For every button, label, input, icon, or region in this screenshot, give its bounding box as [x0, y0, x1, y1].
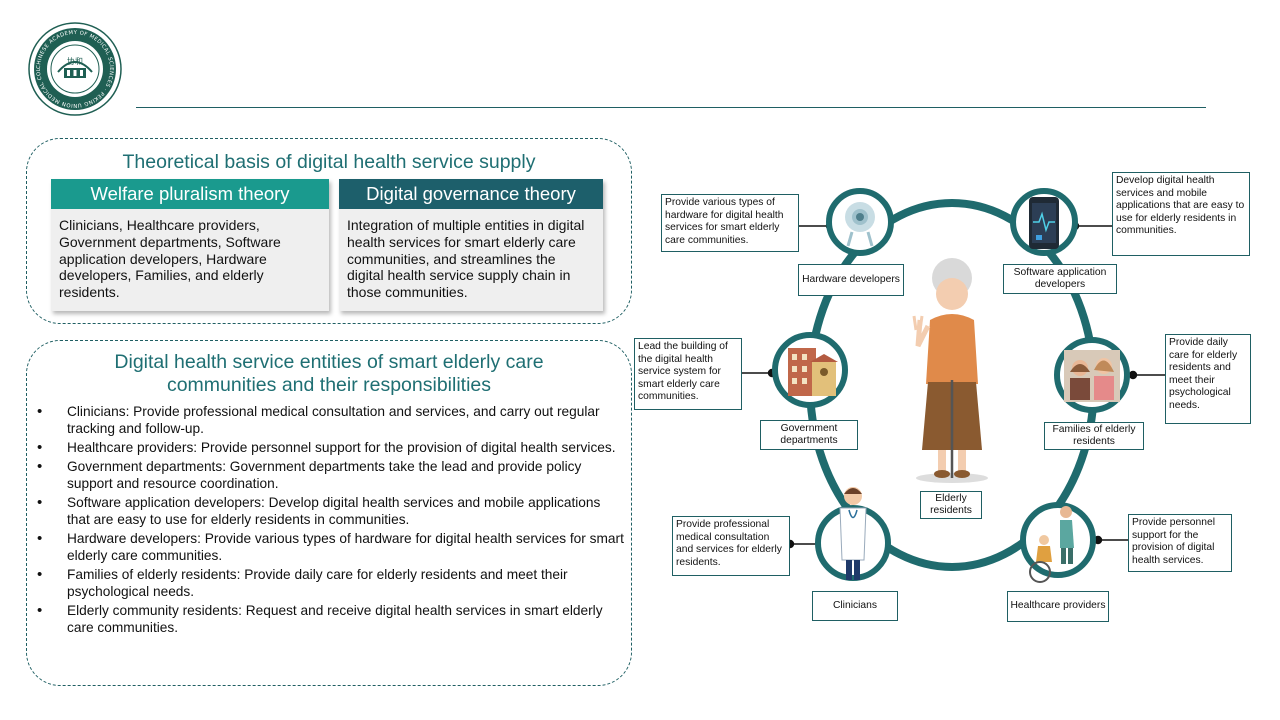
- clinicians-description: Provide professional medical consultatio…: [672, 516, 790, 576]
- caregiver-icon: [1029, 506, 1074, 583]
- building-icon: [788, 348, 838, 396]
- digital-governance-heading: Digital governance theory: [339, 179, 603, 209]
- family-icon: [1064, 350, 1120, 402]
- digital-governance-body: Integration of multiple entities in digi…: [347, 217, 585, 301]
- theory-panel: Theoretical basis of digital health serv…: [26, 138, 632, 324]
- elderly-residents-label: Elderly residents: [920, 491, 982, 519]
- entity-list: Clinicians: Provide professional medical…: [37, 403, 625, 638]
- entities-panel-title: Digital health service entities of smart…: [114, 351, 544, 397]
- hardware-description: Provide various types of hardware for di…: [661, 194, 799, 252]
- software-developers-label: Software application developers: [1003, 264, 1117, 294]
- list-item: Healthcare providers: Provide personnel …: [37, 439, 625, 456]
- welfare-pluralism-body: Clinicians, Healthcare providers, Govern…: [59, 217, 281, 301]
- header-rule: [136, 107, 1206, 108]
- list-item: Clinicians: Provide professional medical…: [37, 403, 625, 437]
- families-label: Families of elderly residents: [1044, 422, 1144, 450]
- hardware-developers-label: Hardware developers: [798, 264, 904, 296]
- government-description: Lead the building of the digital health …: [634, 338, 742, 410]
- list-item: Government departments: Government depar…: [37, 458, 625, 492]
- theory-panel-title: Theoretical basis of digital health serv…: [122, 151, 536, 173]
- healthcare-providers-label: Healthcare providers: [1007, 591, 1109, 622]
- healthcare-description: Provide personnel support for the provis…: [1128, 514, 1232, 572]
- digital-governance-card: Digital governance theory Integration of…: [339, 179, 603, 311]
- doctor-icon: [839, 487, 867, 580]
- clinicians-label: Clinicians: [812, 591, 898, 621]
- elderly-woman-icon: [912, 258, 988, 483]
- families-description: Provide daily care for elderly residents…: [1165, 334, 1251, 424]
- welfare-pluralism-heading: Welfare pluralism theory: [51, 179, 329, 209]
- webcam-icon: [845, 202, 875, 247]
- logo-center-text: 协和: [67, 56, 83, 66]
- welfare-pluralism-card: Welfare pluralism theory Clinicians, Hea…: [51, 179, 329, 311]
- list-item: Software application developers: Develop…: [37, 494, 625, 528]
- entities-panel: Digital health service entities of smart…: [26, 340, 632, 686]
- list-item: Elderly community residents: Request and…: [37, 602, 625, 636]
- college-logo: 协和 CHINESE ACADEMY OF MEDICAL SCIENCES ·…: [28, 22, 122, 116]
- government-departments-label: Government departments: [760, 420, 858, 450]
- list-item: Families of elderly residents: Provide d…: [37, 566, 625, 600]
- list-item: Hardware developers: Provide various typ…: [37, 530, 625, 564]
- smartphone-icon: [1029, 197, 1059, 249]
- software-description: Develop digital health services and mobi…: [1112, 172, 1250, 256]
